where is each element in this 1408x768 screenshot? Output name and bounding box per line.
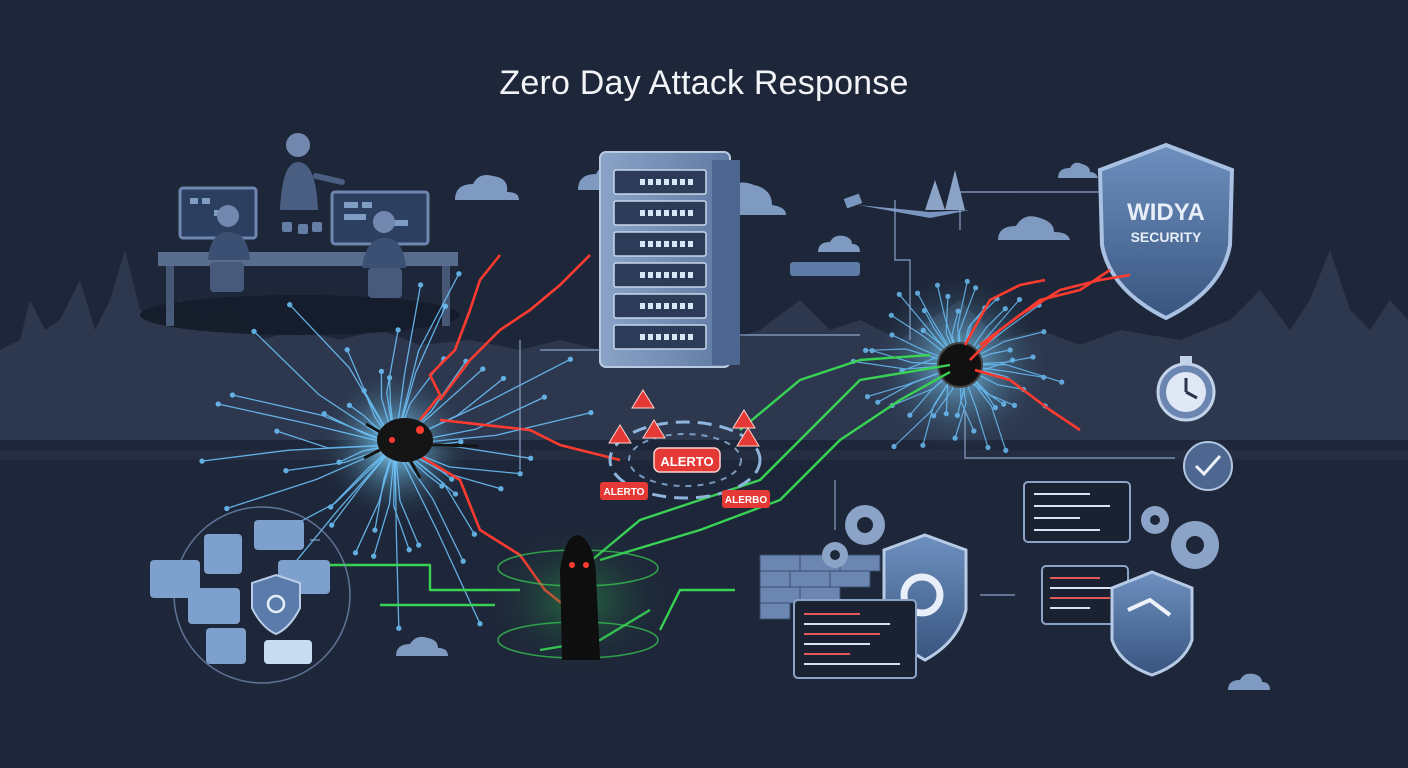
server-units: [613, 169, 707, 350]
containment-portal: [483, 525, 673, 675]
alert-hub: ALERTO ALERTO ALERBO: [600, 389, 770, 508]
alert-label-center: ALERTO: [660, 454, 713, 469]
brand-line1: WIDYA: [1127, 199, 1205, 226]
alert-label-right: ALERBO: [725, 495, 767, 506]
endpoint-devices: [150, 506, 351, 684]
diagram-title: Zero Day Attack Response: [499, 64, 909, 102]
shield-icon: [1110, 570, 1194, 677]
security-operators: [140, 133, 460, 335]
cloud-icon: [396, 162, 1270, 690]
stopwatch-icon: [1156, 356, 1216, 422]
brand-line2: SECURITY: [1131, 229, 1202, 245]
connector-lines: [310, 191, 1175, 596]
verification-icon: [1183, 441, 1233, 491]
firewall-icon: [759, 554, 881, 620]
left-network-burst: [199, 271, 594, 631]
shield-icon: [251, 573, 301, 636]
brand-shield: WIDYA SECURITY: [1097, 142, 1235, 321]
drone-icon: [790, 170, 970, 276]
gear-icon: [822, 505, 1219, 569]
warning-icon: [608, 389, 760, 447]
alert-label-left: ALERTO: [604, 487, 645, 498]
right-network-burst: [850, 270, 1065, 460]
bug-icon: [363, 418, 479, 479]
code-window-icon: [793, 481, 1131, 679]
server-rack-icon: [599, 151, 740, 368]
